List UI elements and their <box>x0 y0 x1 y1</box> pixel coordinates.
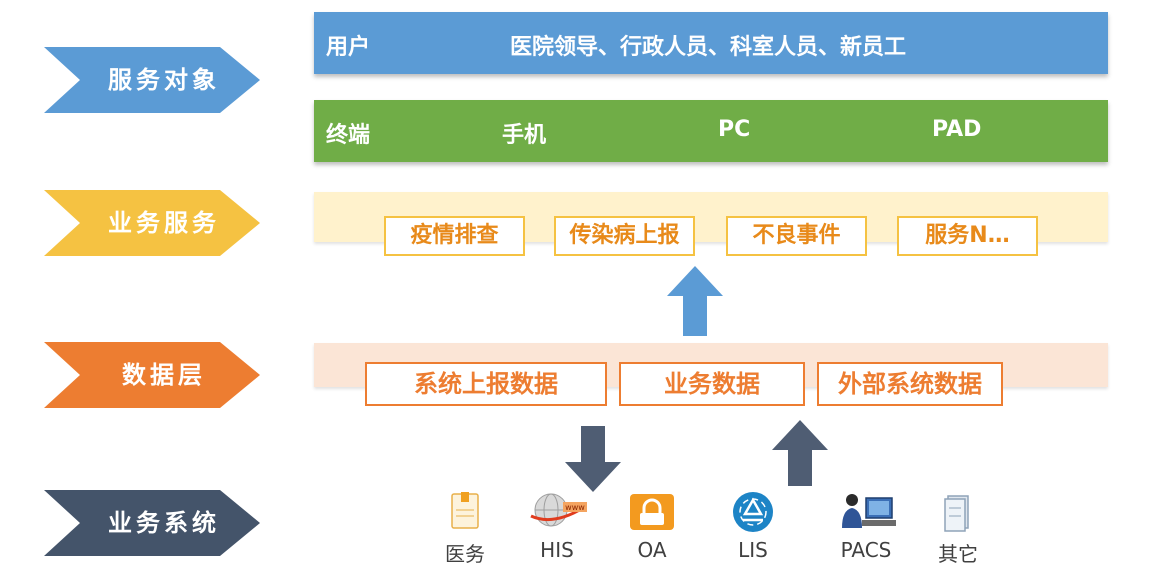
layer-label: 数据层 <box>122 361 206 389</box>
system-label: OA <box>637 538 667 562</box>
terminals-band: 终端 手机 PC PAD <box>314 100 1108 162</box>
chevron-shape <box>44 490 260 556</box>
globe-www-icon: www <box>517 490 597 532</box>
up-arrow-dark <box>772 420 828 486</box>
layer-service-target: 服务对象 <box>44 47 260 113</box>
data-box-business-data: 业务数据 <box>619 362 805 406</box>
down-arrow <box>565 426 621 492</box>
terminal-item-phone: 手机 <box>502 123 547 148</box>
recycle-icon <box>713 490 793 532</box>
system-item-his: www HIS <box>517 490 597 562</box>
up-arrow <box>667 266 723 336</box>
chevron-shape <box>44 190 260 256</box>
file-cabinet-icon <box>918 490 998 532</box>
service-box-adverse-event: 不良事件 <box>726 216 867 256</box>
system-label: LIS <box>738 538 768 562</box>
users-band: 用户 医院领导、行政人员、科室人员、新员工 <box>314 12 1108 74</box>
service-box-infectious-report: 传染病上报 <box>554 216 695 256</box>
layer-business-system: 业务系统 <box>44 490 260 556</box>
envelope-icon <box>425 490 505 532</box>
system-label: 其它 <box>938 542 978 566</box>
lock-icon <box>612 490 692 532</box>
system-item-other: 其它 <box>918 490 998 567</box>
service-box-service-n: 服务N… <box>897 216 1038 256</box>
system-item-pacs: PACS <box>826 490 906 562</box>
terminal-item-pad: PAD <box>932 117 982 142</box>
data-box-system-report: 系统上报数据 <box>365 362 607 406</box>
layer-label: 业务系统 <box>108 509 220 537</box>
workstation-icon <box>826 490 906 532</box>
layer-data: 数据层 <box>44 342 260 408</box>
layer-business-service: 业务服务 <box>44 190 260 256</box>
data-box-external-data: 外部系统数据 <box>817 362 1003 406</box>
users-text: 医院领导、行政人员、科室人员、新员工 <box>510 35 907 60</box>
terminals-label: 终端 <box>326 123 371 148</box>
svg-text:www: www <box>565 503 585 512</box>
system-item-medical: 医务 <box>425 490 505 567</box>
users-label: 用户 <box>326 35 371 60</box>
system-label: PACS <box>840 538 892 562</box>
system-item-lis: LIS <box>713 490 793 562</box>
layer-label: 业务服务 <box>108 209 220 237</box>
system-label: HIS <box>540 538 574 562</box>
service-box-epidemic-screening: 疫情排查 <box>384 216 525 256</box>
system-label: 医务 <box>445 542 485 566</box>
terminal-item-pc: PC <box>718 117 751 142</box>
chevron-shape <box>44 47 260 113</box>
chevron-shape <box>44 342 260 408</box>
layer-label: 服务对象 <box>108 66 220 94</box>
system-item-oa: OA <box>612 490 692 562</box>
